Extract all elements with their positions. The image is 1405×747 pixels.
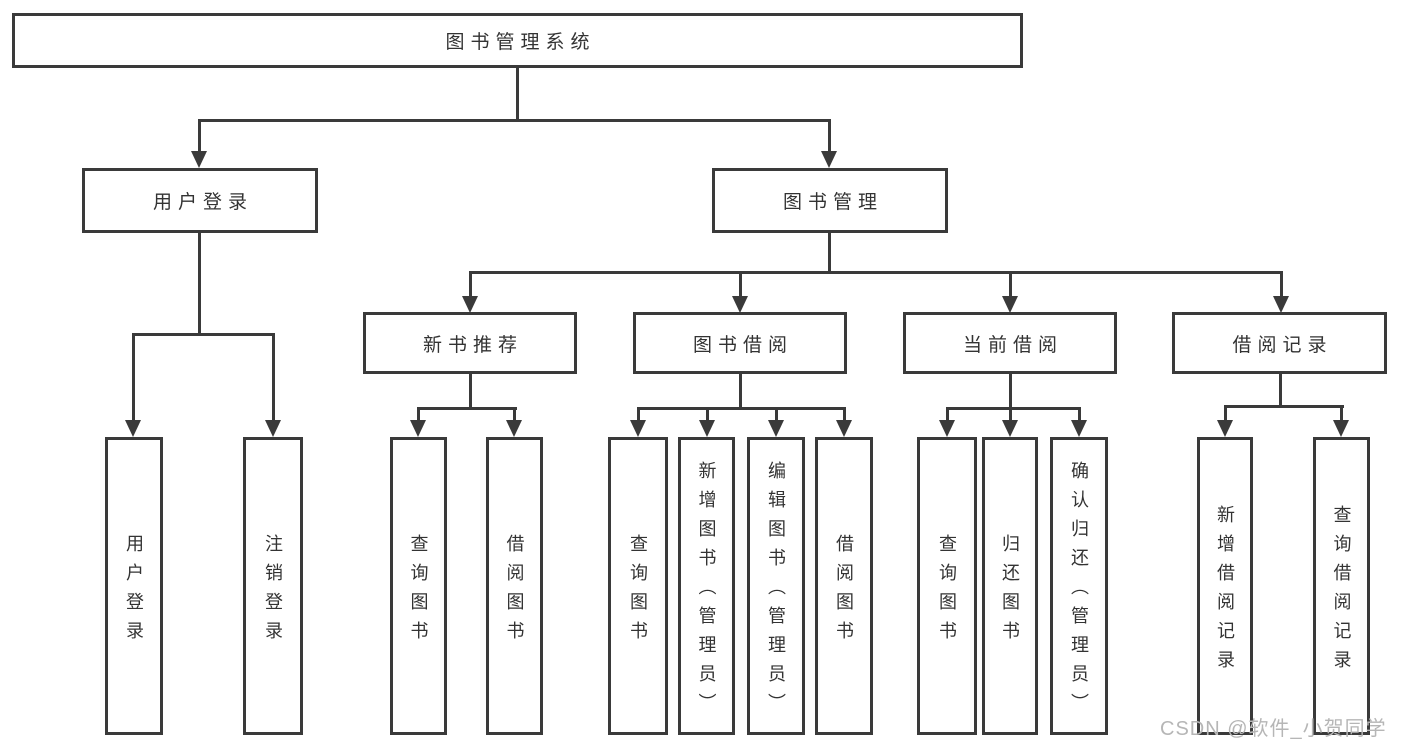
connector <box>828 119 831 151</box>
connector <box>775 407 778 420</box>
arrow-down-icon <box>699 420 715 437</box>
arrow-down-icon <box>732 296 748 313</box>
connector <box>637 407 846 410</box>
node-library-system: 图书管理系统 <box>12 13 1023 68</box>
node-book-management: 图书管理 <box>712 168 948 233</box>
arrow-down-icon <box>1217 420 1233 437</box>
leaf-borrow-books-recommend: 借阅图书 <box>486 437 543 735</box>
connector <box>1280 271 1283 296</box>
connector <box>1224 405 1227 420</box>
arrow-down-icon <box>939 420 955 437</box>
connector <box>946 407 1081 410</box>
connector <box>1224 405 1344 408</box>
connector <box>637 407 640 420</box>
leaf-add-books-admin: 新增图书（管理员） <box>678 437 735 735</box>
csdn-watermark: CSDN @软件_小贺同学 <box>1160 718 1387 740</box>
connector <box>828 233 831 271</box>
node-user-login: 用户登录 <box>82 168 318 233</box>
arrow-down-icon <box>125 420 141 437</box>
node-book-borrowing: 图书借阅 <box>633 312 847 374</box>
leaf-edit-books-admin: 编辑图书（管理员） <box>747 437 805 735</box>
arrow-down-icon <box>410 420 426 437</box>
connector <box>706 407 709 420</box>
connector <box>417 407 420 420</box>
connector <box>739 271 742 296</box>
connector <box>1078 407 1081 420</box>
connector <box>198 119 831 122</box>
connector <box>1009 374 1012 407</box>
arrow-down-icon <box>836 420 852 437</box>
connector <box>1009 271 1012 296</box>
arrow-down-icon <box>1333 420 1349 437</box>
connector <box>198 119 201 151</box>
leaf-add-borrow-record: 新增借阅记录 <box>1197 437 1253 735</box>
arrow-down-icon <box>821 151 837 168</box>
leaf-return-books: 归还图书 <box>982 437 1038 735</box>
connector <box>132 333 275 336</box>
node-current-borrowing: 当前借阅 <box>903 312 1117 374</box>
connector <box>516 66 519 119</box>
connector <box>469 271 1283 274</box>
connector <box>739 374 742 407</box>
connector <box>417 407 517 410</box>
arrow-down-icon <box>1002 420 1018 437</box>
connector <box>469 374 472 407</box>
connector <box>1279 374 1282 405</box>
leaf-query-books-borrowing: 查询图书 <box>608 437 668 735</box>
leaf-query-borrow-record: 查询借阅记录 <box>1313 437 1370 735</box>
arrow-down-icon <box>191 151 207 168</box>
arrow-down-icon <box>1002 296 1018 313</box>
arrow-down-icon <box>506 420 522 437</box>
connector <box>1340 405 1343 420</box>
leaf-query-books-recommend: 查询图书 <box>390 437 447 735</box>
connector <box>272 333 275 420</box>
connector <box>513 407 516 420</box>
leaf-confirm-return-admin: 确认归还（管理员） <box>1050 437 1108 735</box>
arrow-down-icon <box>1273 296 1289 313</box>
leaf-query-books-current: 查询图书 <box>917 437 977 735</box>
leaf-user-login: 用户登录 <box>105 437 163 735</box>
arrow-down-icon <box>630 420 646 437</box>
node-borrowing-records: 借阅记录 <box>1172 312 1387 374</box>
leaf-logout: 注销登录 <box>243 437 303 735</box>
connector <box>132 333 135 420</box>
arrow-down-icon <box>265 420 281 437</box>
leaf-borrow-books: 借阅图书 <box>815 437 873 735</box>
arrow-down-icon <box>462 296 478 313</box>
connector <box>469 271 472 296</box>
connector <box>843 407 846 420</box>
connector <box>1009 407 1012 420</box>
arrow-down-icon <box>1071 420 1087 437</box>
connector <box>198 233 201 333</box>
node-new-book-recommend: 新书推荐 <box>363 312 577 374</box>
arrow-down-icon <box>768 420 784 437</box>
connector <box>946 407 949 420</box>
